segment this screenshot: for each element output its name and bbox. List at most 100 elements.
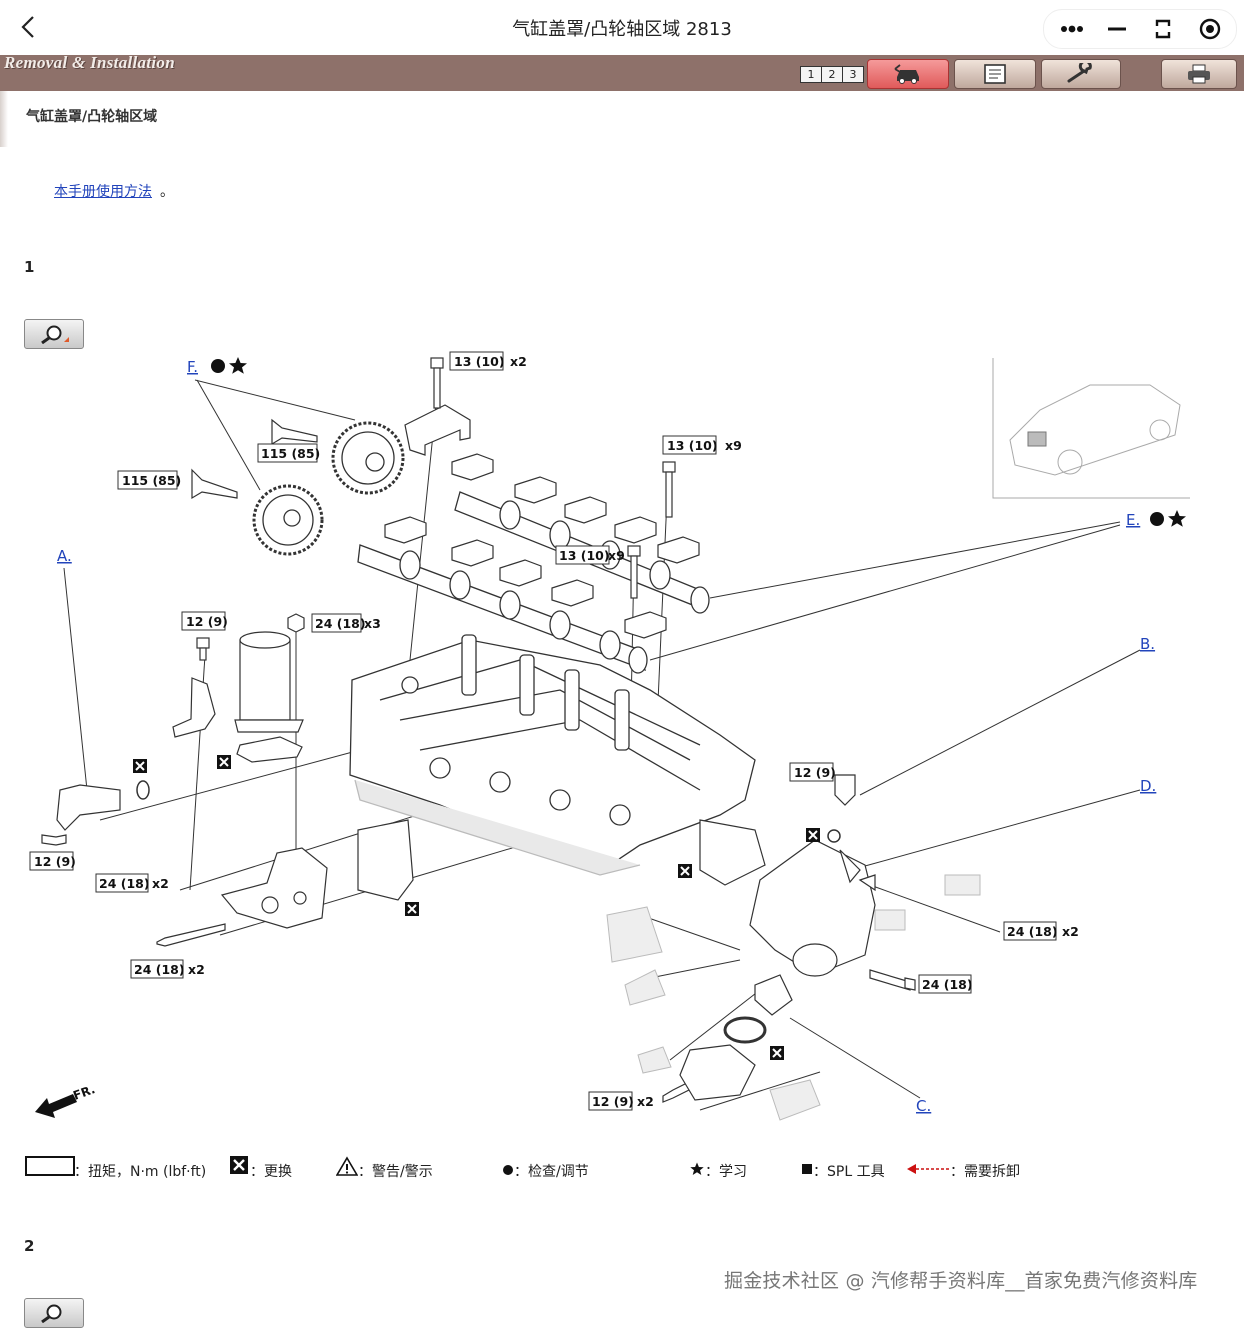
title-bar: 气缸盖罩/凸轮轴区域 2813 — [0, 0, 1244, 55]
legend-replace: ：更换 — [250, 1164, 292, 1180]
magnifier-icon — [41, 325, 69, 344]
cam-gear-upper — [331, 421, 405, 495]
warning-icon — [336, 1156, 358, 1176]
close-icon[interactable] — [1186, 10, 1232, 48]
minimize-icon[interactable] — [1094, 10, 1140, 48]
left-sensor — [56, 784, 121, 831]
svg-text:x2: x2 — [152, 876, 169, 891]
page-selector: 1 2 3 — [800, 66, 864, 83]
svg-text:24 (18): 24 (18) — [315, 616, 366, 631]
replace-icon — [230, 1156, 248, 1174]
zoom-button[interactable] — [24, 1298, 84, 1328]
camshaft-caps — [384, 404, 700, 639]
printer-icon — [1188, 64, 1210, 84]
svg-text:24 (18): 24 (18) — [1007, 924, 1058, 939]
svg-text:115 (85): 115 (85) — [122, 473, 181, 488]
manual-link-suffix: 。 — [160, 184, 174, 200]
front-arrow-icon: FR. — [35, 1082, 97, 1118]
svg-text:13 (10): 13 (10) — [559, 548, 610, 563]
svg-text:24 (18): 24 (18) — [99, 876, 150, 891]
link-d[interactable]: D. — [1140, 777, 1156, 795]
front-label: FR. — [71, 1082, 97, 1103]
manual-usage-link[interactable]: 本手册使用方法 — [54, 184, 152, 200]
svg-text:12 (9): 12 (9) — [794, 765, 836, 780]
link-b[interactable]: B. — [1140, 635, 1155, 653]
step-number: 1 — [24, 258, 35, 276]
expand-icon[interactable] — [1140, 10, 1186, 48]
svg-text:24 (18): 24 (18) — [134, 962, 185, 977]
spl-square-icon — [802, 1164, 812, 1174]
page-2[interactable]: 2 — [822, 67, 843, 82]
exploded-diagram: FR. 13 (10) x2 115 (85) 115 (85) 13 (10)… — [29, 351, 1190, 1121]
water-outlet-housing — [679, 774, 876, 1101]
svg-text:x9: x9 — [725, 438, 742, 453]
svg-text:115 (85): 115 (85) — [261, 446, 320, 461]
section-header: 气缸盖罩/凸轮轴区域 — [0, 91, 1244, 147]
document-icon — [984, 64, 1006, 84]
inspect-learn-marks — [211, 357, 1186, 527]
replace-icon — [133, 759, 147, 773]
svg-text:x2: x2 — [1062, 924, 1079, 939]
page-title: 气缸盖罩/凸轮轴区域 2813 — [512, 19, 732, 40]
vehicle-icon — [894, 64, 919, 84]
engine-mount — [220, 847, 328, 929]
legend-learn: ：学习 — [705, 1164, 747, 1180]
replace-icon — [217, 755, 231, 769]
link-f[interactable]: F. — [187, 358, 198, 376]
link-e[interactable]: E. — [1126, 511, 1140, 529]
bracket — [172, 677, 216, 738]
page-1[interactable]: 1 — [801, 67, 822, 82]
egr-valve — [234, 631, 304, 763]
svg-text:12 (9): 12 (9) — [34, 854, 76, 869]
document-button[interactable] — [954, 59, 1036, 89]
learn-star-icon — [690, 1162, 704, 1175]
svg-text:x3: x3 — [364, 616, 381, 631]
svg-text:24 (18): 24 (18) — [922, 977, 973, 992]
legend-remove: ：需要拆卸 — [950, 1164, 1020, 1180]
svg-text:x2: x2 — [188, 962, 205, 977]
legend-torque: ：扭矩，N·m (lbf·ft) — [74, 1164, 207, 1180]
zoom-button[interactable] — [24, 319, 84, 349]
magnifier-icon — [41, 1304, 62, 1323]
replace-icons — [133, 755, 841, 1060]
cam-gear-lower — [252, 484, 324, 556]
tool-button[interactable] — [1041, 59, 1121, 89]
back-icon[interactable] — [14, 12, 44, 42]
step-number: 2 — [24, 1237, 35, 1255]
replace-icon — [405, 902, 419, 916]
vehicle-locator-inset — [992, 358, 1190, 499]
replace-icon — [678, 864, 692, 878]
section-title: 气缸盖罩/凸轮轴区域 — [26, 109, 158, 125]
cylinder-head — [349, 634, 756, 876]
remove-arrow-icon — [907, 1164, 951, 1174]
link-c[interactable]: C. — [916, 1097, 931, 1115]
svg-text:x9: x9 — [608, 548, 625, 563]
inspect-dot-icon — [503, 1165, 513, 1175]
hoses — [606, 874, 981, 1121]
torque-box-icon — [25, 1156, 75, 1176]
capsule-menu — [1043, 9, 1237, 49]
legend: ：扭矩，N·m (lbf·ft) ：更换 ：警告/警示 ：检查/调节 ：学习 ：… — [0, 1150, 1244, 1190]
toolbar: Removal & Installation 1 2 3 — [0, 53, 1244, 91]
svg-text:x2: x2 — [510, 354, 527, 369]
bolts — [41, 357, 916, 1103]
legend-warning: ：警告/警示 — [358, 1164, 433, 1180]
more-icon[interactable] — [1048, 10, 1094, 48]
camshaft-intake — [357, 544, 648, 674]
vehicle-button[interactable] — [867, 59, 949, 89]
torque-labels: 13 (10) x2 115 (85) 115 (85) 13 (10) x9 … — [34, 354, 1079, 1109]
torque-callouts — [29, 351, 1057, 1111]
page-3[interactable]: 3 — [849, 68, 857, 81]
toolbar-title: Removal & Installation — [4, 53, 175, 72]
watermark: 掘金技术社区 @ 汽修帮手资料库__首家免费汽修资料库 — [724, 1270, 1198, 1292]
svg-text:x2: x2 — [637, 1094, 654, 1109]
wrench-icon — [1067, 63, 1092, 83]
print-button[interactable] — [1161, 59, 1237, 89]
legend-spl: ：SPL 工具 — [813, 1164, 885, 1180]
replace-icon — [806, 828, 820, 842]
replace-icon — [770, 1046, 784, 1060]
svg-text:12 (9): 12 (9) — [592, 1094, 634, 1109]
link-a[interactable]: A. — [57, 547, 72, 565]
svg-text:13 (10): 13 (10) — [454, 354, 505, 369]
legend-inspect: ：检查/调节 — [514, 1164, 589, 1180]
